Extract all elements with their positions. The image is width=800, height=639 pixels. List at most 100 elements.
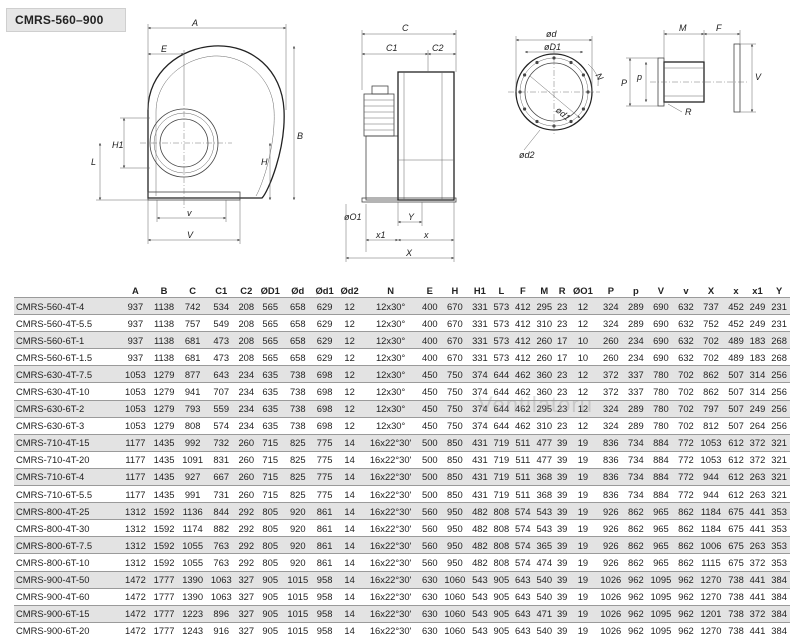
watermark: Ventilatoru xyxy=(478,392,593,417)
dim-label-H1: H1 xyxy=(112,140,124,150)
table-cell: 16x22°30' xyxy=(362,502,420,520)
table-cell: 12 xyxy=(569,314,597,332)
table-cell: 1592 xyxy=(149,553,179,571)
table-cell: 850 xyxy=(440,450,470,469)
model-cell: CMRS-900-4T-60 xyxy=(14,587,122,606)
table-cell: 19 xyxy=(569,587,597,606)
table-cell: 958 xyxy=(312,587,338,606)
table-cell: 360 xyxy=(533,365,556,383)
table-cell: 1177 xyxy=(121,433,150,452)
column-header: P xyxy=(607,284,614,296)
table-cell: 644 xyxy=(490,382,513,401)
table-cell: 944 xyxy=(696,485,726,503)
table-cell: 452 xyxy=(725,314,747,332)
table-cell: 862 xyxy=(625,502,647,520)
table-cell: 16x22°30' xyxy=(362,553,420,571)
table-cell: 23 xyxy=(555,365,570,383)
table-cell: 353 xyxy=(768,519,790,537)
table-cell: 1777 xyxy=(149,570,179,589)
table-cell: 643 xyxy=(512,570,534,589)
table-cell: 812 xyxy=(696,416,726,435)
table-cell: 500 xyxy=(419,485,441,503)
table-cell: 489 xyxy=(725,331,747,349)
dim-label-V: V xyxy=(187,230,194,240)
column-header: H1 xyxy=(473,284,486,296)
table-cell: 775 xyxy=(312,433,338,452)
table-cell: 372 xyxy=(746,450,769,469)
table-cell: 321 xyxy=(768,450,790,469)
table-cell: 16x22°30' xyxy=(362,467,420,486)
column-header: C1 xyxy=(215,284,228,296)
table-cell: 927 xyxy=(178,467,207,486)
table-cell: 1063 xyxy=(206,587,236,606)
table-cell: 12 xyxy=(337,296,363,315)
table-cell: 482 xyxy=(469,553,491,571)
table-cell: 374 xyxy=(469,382,491,401)
table-cell: 12 xyxy=(337,365,363,383)
table-cell: 462 xyxy=(512,365,534,383)
dim-label-A: A xyxy=(191,18,198,28)
table-cell: 1053 xyxy=(696,450,726,469)
table-cell: 400 xyxy=(419,314,441,332)
table-cell: 441 xyxy=(746,621,769,639)
table-cell: 462 xyxy=(512,416,534,435)
table-cell: 19 xyxy=(569,519,597,537)
table-cell: 905 xyxy=(490,570,513,589)
column-header: X xyxy=(707,284,715,296)
table-cell: 808 xyxy=(490,519,513,537)
table-cell: 441 xyxy=(746,570,769,589)
table-cell: 862 xyxy=(675,502,697,520)
table-cell: 260 xyxy=(235,467,258,486)
table-cell: 39 xyxy=(555,536,570,554)
table-cell: 905 xyxy=(490,621,513,639)
table-cell: 543 xyxy=(469,587,491,606)
table-cell: 920 xyxy=(283,502,313,520)
table-cell: 836 xyxy=(596,485,626,503)
table-cell: 324 xyxy=(596,296,626,315)
table-cell: 681 xyxy=(178,331,207,349)
table-cell: 23 xyxy=(555,399,570,418)
table-cell: 372 xyxy=(746,604,769,623)
table-cell: 630 xyxy=(419,570,441,589)
table-cell: 249 xyxy=(746,296,769,315)
table-cell: 825 xyxy=(283,467,313,486)
table-cell: 573 xyxy=(490,331,513,349)
table-cell: 731 xyxy=(206,485,236,503)
motor-body xyxy=(363,93,395,137)
table-cell: 450 xyxy=(419,399,441,418)
table-cell: 719 xyxy=(490,467,513,486)
table-cell: 1435 xyxy=(149,485,179,503)
table-cell: 1435 xyxy=(149,433,179,452)
table-cell: 289 xyxy=(625,314,647,332)
table-cell: 500 xyxy=(419,467,441,486)
table-cell: 719 xyxy=(490,485,513,503)
table-cell: 565 xyxy=(257,314,284,332)
column-header: B xyxy=(160,284,168,296)
table-cell: 1312 xyxy=(121,502,150,520)
table-cell: 337 xyxy=(625,382,647,401)
table-cell: 511 xyxy=(512,467,534,486)
table-cell: 965 xyxy=(646,553,676,571)
table-cell: 905 xyxy=(490,587,513,606)
table-cell: 850 xyxy=(440,433,470,452)
table-cell: 763 xyxy=(206,536,236,554)
table-cell: 574 xyxy=(512,519,534,537)
table-cell: 612 xyxy=(725,485,747,503)
table-cell: 12 xyxy=(337,416,363,435)
table-cell: 565 xyxy=(257,331,284,349)
model-cell: CMRS-710-4T-20 xyxy=(14,450,122,469)
table-cell: 1435 xyxy=(149,450,179,469)
table-cell: 861 xyxy=(312,553,338,571)
dim-label-N: N xyxy=(594,71,606,82)
table-cell: 16x22°30' xyxy=(362,587,420,606)
table-cell: 310 xyxy=(533,314,556,332)
dim-label-d2: ød2 xyxy=(519,150,535,160)
table-cell: 374 xyxy=(469,399,491,418)
model-cell: CMRS-560-6T-1.5 xyxy=(14,348,122,366)
table-cell: 1174 xyxy=(178,519,207,537)
